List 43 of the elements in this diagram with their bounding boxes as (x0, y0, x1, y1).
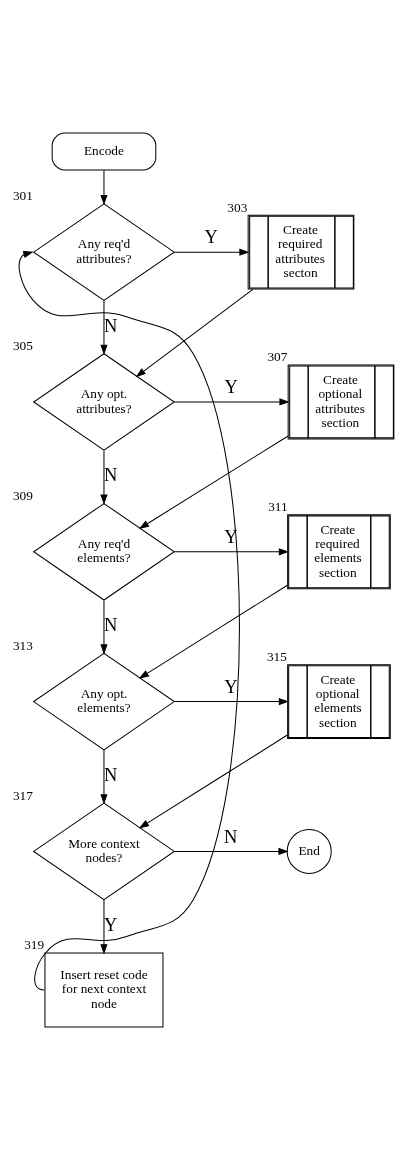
arrow (173, 547, 290, 555)
arrow (173, 397, 290, 406)
arrow (138, 584, 288, 679)
edge-label: N (224, 826, 238, 847)
arrow (135, 288, 254, 377)
edge-label: Y (204, 226, 218, 247)
edge-label: N (103, 764, 118, 785)
edge-label: Y (224, 676, 238, 697)
node-box: Insert reset code for next context node (44, 952, 164, 1027)
arrow (138, 434, 289, 529)
arrow (100, 449, 108, 505)
node-label: 301 (12, 187, 33, 203)
node-label: 313 (12, 637, 33, 653)
arrow (100, 299, 108, 355)
node-diamond: More context nodes? (32, 802, 176, 900)
edge-label: Y (224, 376, 238, 397)
edge-label: N (103, 464, 118, 485)
node-diamond: Any opt. elements? (32, 652, 176, 750)
node-label: 305 (12, 337, 33, 353)
node-diamond: Any opt. attributes? (32, 352, 176, 451)
arrow (100, 749, 108, 804)
arrow (100, 169, 108, 205)
node-diamond: Any req'd attributes? (32, 202, 176, 301)
node-label: 311 (268, 498, 288, 514)
node-circle: End (286, 828, 332, 874)
node-label: 317 (12, 787, 33, 802)
edge-label: N (103, 614, 118, 635)
node-diamond: Any req'd elements? (32, 502, 176, 601)
arrow (173, 847, 289, 855)
node-box: Encode (51, 132, 157, 171)
node-label: 319 (24, 936, 45, 952)
node-label: 309 (12, 487, 33, 503)
arrow (100, 599, 108, 655)
node-label: 315 (266, 648, 287, 664)
edge-label: Y (103, 914, 118, 935)
node-label: 303 (227, 199, 248, 214)
edge-label: N (103, 315, 118, 336)
arrow (18, 250, 240, 990)
arrow (173, 697, 290, 705)
arrow (100, 898, 108, 954)
arrow (173, 248, 250, 256)
arrow (138, 734, 288, 828)
node-label: 307 (267, 348, 288, 364)
